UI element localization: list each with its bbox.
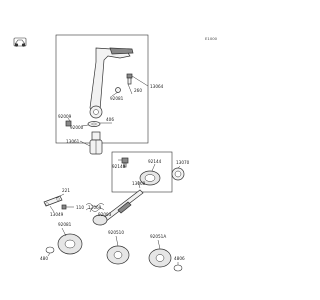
callout-92081: 92081 — [110, 96, 124, 101]
ratchet-gear — [92, 214, 108, 226]
leader-lines — [47, 75, 181, 265]
bolt-mid — [121, 157, 129, 168]
callout-92144: 92144 — [148, 159, 162, 164]
kick-shaft-holder — [89, 131, 103, 155]
diagram-canvas: E1000 — [13, 34, 218, 272]
callout-13070: 13070 — [176, 160, 190, 165]
kick-pedal-lever — [89, 47, 134, 119]
bolt-plate — [61, 204, 67, 210]
callout-92081b: 92081 — [58, 222, 72, 227]
motorcycle-icon — [13, 37, 27, 47]
sub-frame-right — [111, 151, 173, 193]
ratchet-guide-plate — [43, 195, 63, 207]
callout-92009: 92009 — [58, 114, 72, 119]
callout-13049: 13049 — [50, 212, 64, 217]
callout-13064: 13064 — [150, 84, 164, 89]
callout-480: 480 — [40, 256, 48, 261]
callout-13069: 13069 — [88, 205, 102, 210]
circlip-left — [45, 246, 55, 254]
callout-13068: 13068 — [132, 181, 146, 186]
washer-small — [115, 87, 121, 93]
parts-diagram: E1000 — [13, 34, 218, 272]
spring — [85, 203, 105, 212]
kick-gear-left — [57, 233, 83, 255]
kick-gear-mid — [106, 245, 130, 265]
callout-920510: 920510 — [108, 230, 124, 235]
callout-406: 406 — [106, 117, 114, 122]
callout-92093: 92093 — [98, 212, 112, 217]
kick-gear-right — [148, 248, 172, 268]
callout-92051a: 92051A — [150, 234, 166, 239]
callout-92000: 92000 — [70, 125, 84, 130]
callout-4806: 4806 — [174, 256, 185, 261]
callout-92140: 92140 — [112, 164, 126, 169]
bolt-small — [126, 73, 133, 85]
bolt-lever — [65, 120, 72, 127]
washer-seal — [87, 121, 101, 127]
callout-260: 260 — [134, 88, 142, 93]
callout-13061: 13061 — [66, 139, 80, 144]
circlip-right — [173, 264, 183, 272]
idle-gear — [139, 170, 161, 186]
collar — [171, 167, 185, 181]
callout-110: 110 — [76, 205, 84, 210]
callout-221: 221 — [62, 188, 70, 193]
diagram-code: E1000 — [205, 36, 218, 41]
